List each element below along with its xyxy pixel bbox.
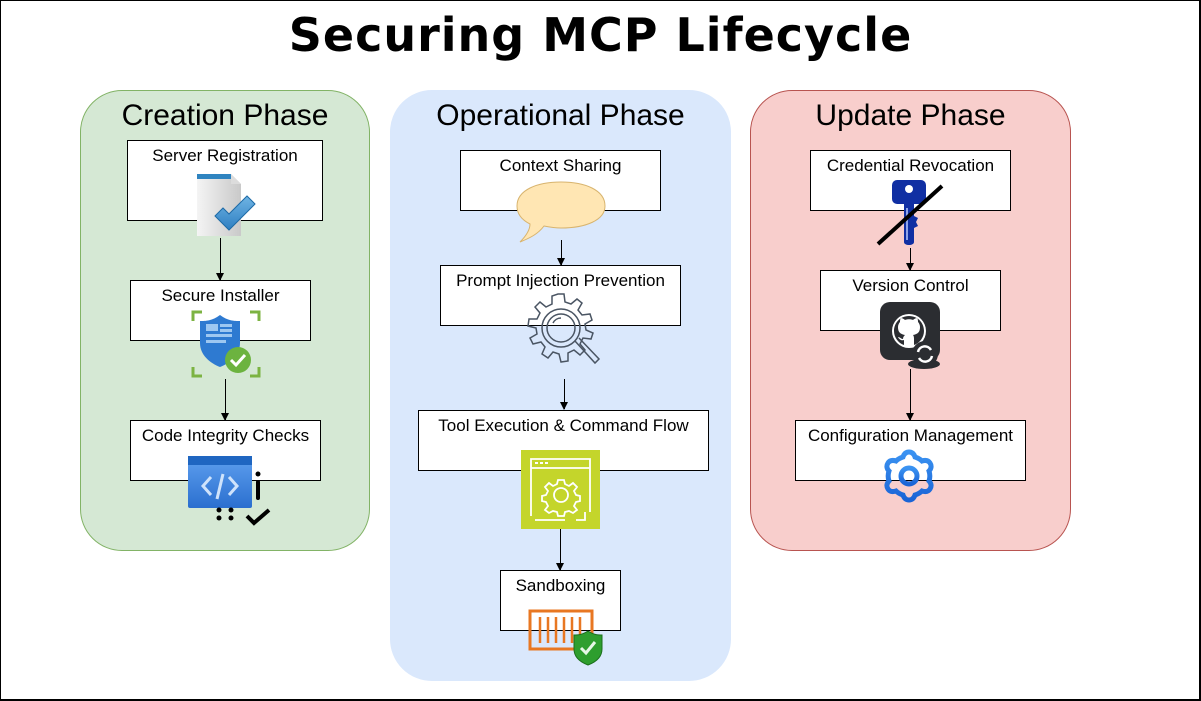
step-label: Server Registration — [152, 146, 298, 165]
step-label: Configuration Management — [807, 426, 1014, 445]
step-label: Credential Revocation — [826, 156, 995, 175]
step-label: Version Control — [852, 276, 969, 295]
step-label: Code Integrity Checks — [141, 426, 310, 445]
document-check-icon — [197, 174, 256, 236]
flow-arrow — [906, 369, 914, 421]
key-crossed-icon — [876, 180, 944, 246]
code-window-check-icon — [188, 456, 271, 526]
gear-icon — [884, 449, 934, 503]
speech-bubble-icon — [516, 181, 606, 243]
flow-arrow — [216, 238, 224, 281]
diagram-title: Securing MCP Lifecycle — [288, 8, 913, 62]
flow-arrow — [221, 379, 229, 421]
phase-title: Creation Phase — [121, 99, 329, 132]
flow-arrow — [560, 379, 568, 410]
container-shield-icon — [528, 609, 603, 666]
step-label: Sandboxing — [515, 576, 606, 595]
step-label: Tool Execution & Command Flow — [438, 416, 689, 435]
phase-title: Update Phase — [815, 99, 1006, 132]
flow-arrow — [557, 240, 565, 266]
flow-arrow — [556, 529, 564, 571]
step-label: Secure Installer — [161, 286, 280, 305]
gear-magnifier-icon — [527, 293, 601, 365]
step-prompt-injection-prevention: Prompt Injection Prevention — [440, 265, 681, 326]
flow-arrow — [906, 248, 914, 271]
shield-check-icon — [191, 310, 261, 378]
step-label: Context Sharing — [499, 156, 622, 175]
app-gear-icon — [521, 450, 600, 529]
github-sync-icon — [880, 302, 940, 369]
step-sandboxing: Sandboxing — [500, 570, 621, 631]
step-configuration-management: Configuration Management — [795, 420, 1026, 481]
phase-title: Operational Phase — [436, 99, 685, 132]
step-label: Prompt Injection Prevention — [456, 271, 665, 290]
